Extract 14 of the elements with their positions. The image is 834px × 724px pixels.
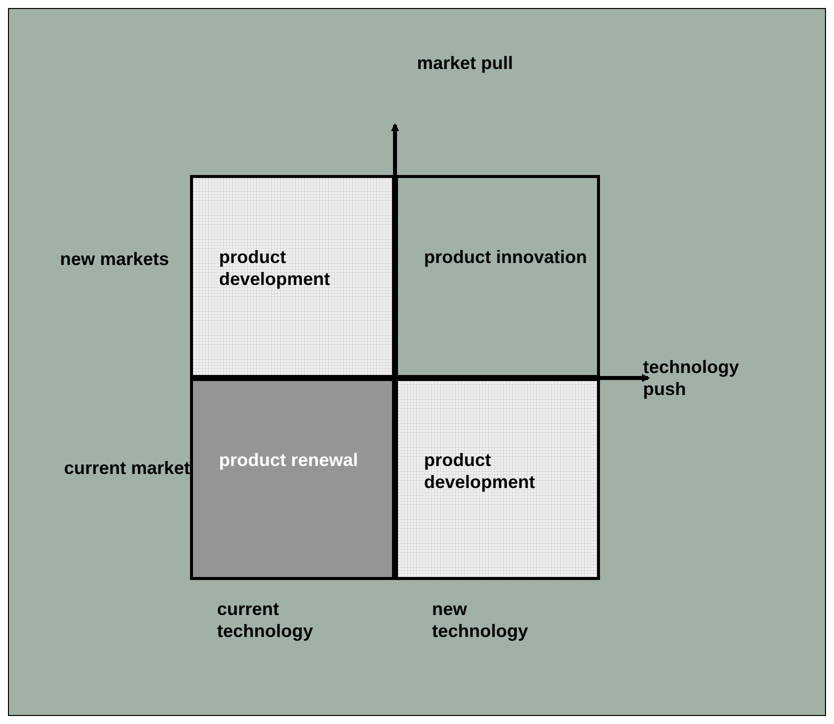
axis-label: market pull xyxy=(417,52,514,74)
column-label: current technology xyxy=(217,598,314,642)
quadrant-box xyxy=(395,175,600,378)
quadrant-label: product development xyxy=(424,449,536,493)
quadrant-box xyxy=(190,175,395,378)
quadrant-box xyxy=(395,378,600,580)
quadrant-label: product development xyxy=(219,246,332,290)
quadrant-label: product renewal xyxy=(219,449,360,471)
row-label: current market xyxy=(64,457,192,479)
row-label: new markets xyxy=(60,248,170,270)
axis-label: technology push xyxy=(643,356,740,400)
quadrant-box xyxy=(190,378,395,580)
column-label: new technology xyxy=(432,598,530,642)
quadrant-label: product innovation xyxy=(424,246,588,268)
